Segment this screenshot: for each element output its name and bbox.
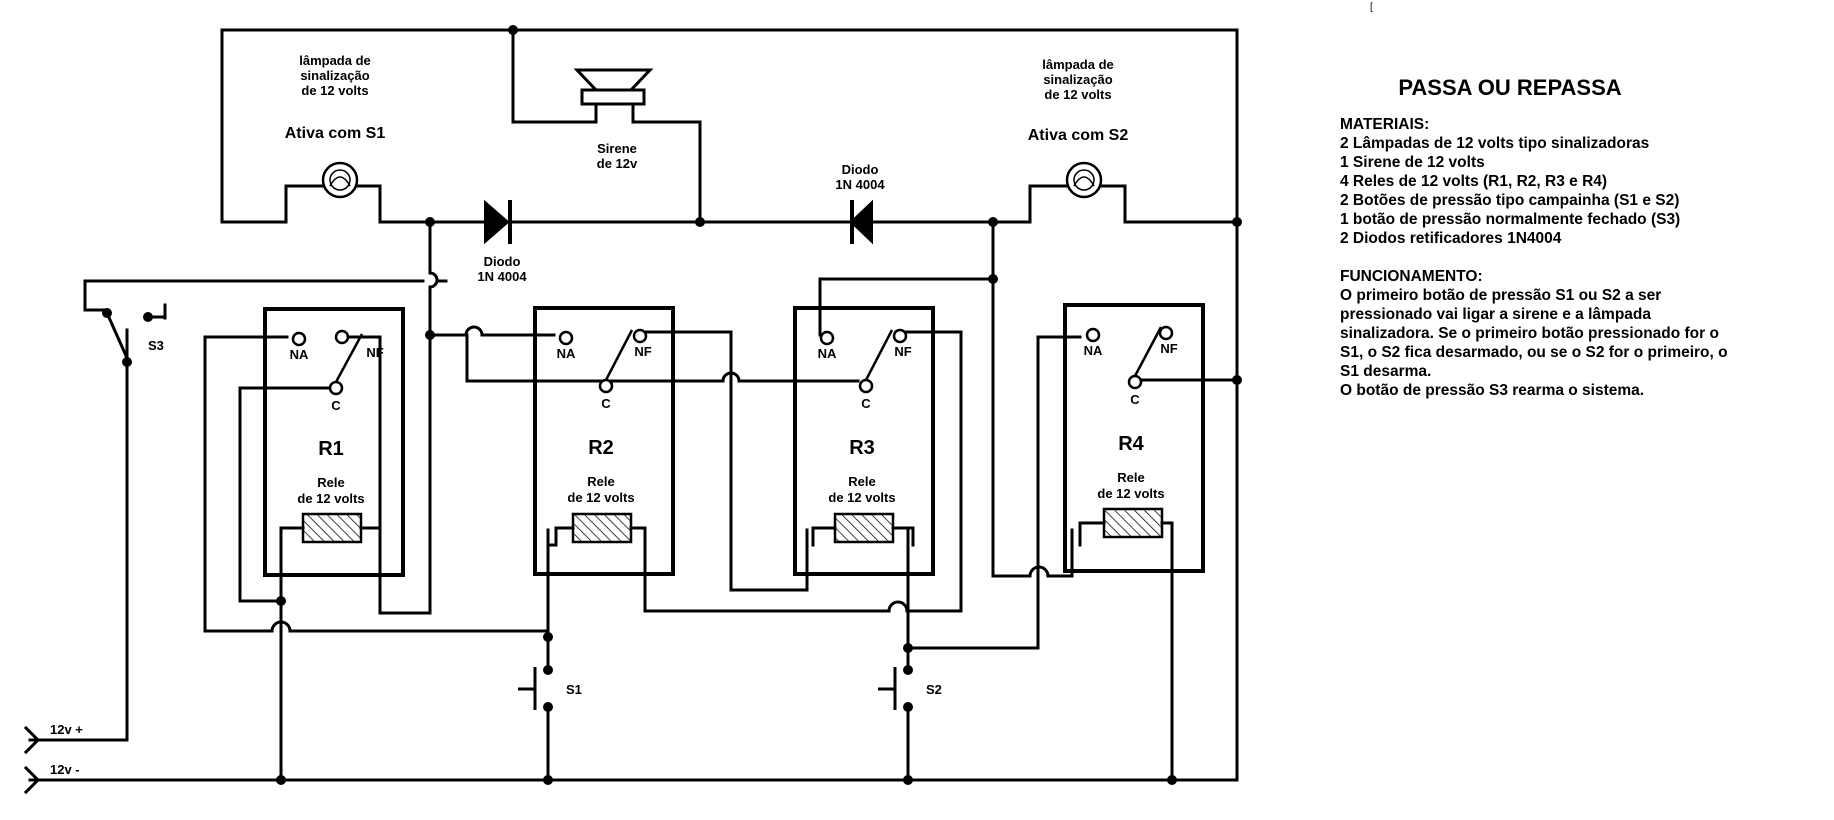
panel-title: PASSA OU REPASSA [1398,75,1622,100]
supply-positive-label: 12v + [50,722,83,737]
r4-c-label: C [1130,392,1140,407]
r3-na-label: NA [818,346,837,361]
r2-name: R2 [588,437,614,459]
s2-switch-symbol [878,665,913,712]
materials-item: 2 Lâmpadas de 12 volts tipo sinalizadora… [1340,135,1650,152]
diode-right-caption-2: 1N 4004 [835,177,885,192]
r2-nf-label: NF [634,344,651,359]
lamp-left-caption-3: de 12 volts [301,83,368,98]
materials-item: 1 botão de pressão normalmente fechado (… [1340,211,1681,228]
r1-c-label: C [331,398,341,413]
lamp-right-activation: Ativa com S2 [1028,127,1129,144]
relay-r4-labels: NA NF C R4 Rele de 12 volts [1084,341,1178,501]
r4-caption-2: de 12 volts [1097,486,1164,501]
top-wiring [220,28,1239,782]
r1-na-label: NA [290,347,309,362]
lamp-right-caption-3: de 12 volts [1044,87,1111,102]
r4-name: R4 [1118,433,1144,455]
siren-caption-2: de 12v [597,156,638,171]
s2-label: S2 [926,682,942,697]
operation-line: pressionado vai ligar a sirene e a lâmpa… [1340,306,1651,323]
r3-caption-1: Rele [848,474,875,489]
diode-left-caption-2: 1N 4004 [477,269,527,284]
operation-line: S1, o S2 fica desarmado, ou se o S2 for … [1340,344,1728,361]
materials-item: 2 Botões de pressão tipo campainha (S1 e… [1340,192,1680,209]
r2-caption-2: de 12 volts [567,490,634,505]
lamp-left-activation: Ativa com S1 [285,125,386,142]
supply-negative-label: 12v - [50,762,80,777]
corner-mark: [ [1370,2,1373,13]
diode-left-caption-1: Diodo [484,254,521,269]
supply-terminals [23,725,41,795]
relay-r3 [793,306,935,576]
r1-nf-label: NF [366,345,383,360]
r3-c-label: C [861,396,871,411]
materials-heading: MATERIAIS: [1340,116,1430,133]
description-panel: PASSA OU REPASSA MATERIAIS: 2 Lâmpadas d… [1340,75,1810,400]
lamp-right-symbol [1065,161,1103,199]
operation-line: S1 desarma. [1340,363,1432,380]
operation-line: O botão de pressão S3 rearma o sistema. [1340,382,1645,399]
materials-item: 1 Sirene de 12 volts [1340,154,1485,171]
operation-line: sinalizadora. Se o primeiro botão pressi… [1340,325,1719,342]
r1-caption-1: Rele [317,475,344,490]
siren-label: Sirene de 12v [597,141,638,171]
lamp-left-symbol [321,161,359,199]
siren-symbol [573,68,654,124]
lamp-left-caption-2: sinalização [300,68,369,83]
s1-label: S1 [566,682,582,697]
relay-r2-labels: NA NF C R2 Rele de 12 volts [557,344,652,505]
r2-c-label: C [601,396,611,411]
s1-switch-symbol [518,665,553,712]
r2-na-label: NA [557,346,576,361]
relay-r2 [533,306,675,576]
r1-caption-2: de 12 volts [297,491,364,506]
r3-caption-2: de 12 volts [828,490,895,505]
diode-left-label: Diodo 1N 4004 [477,254,527,284]
r4-na-label: NA [1084,343,1103,358]
r4-nf-label: NF [1160,341,1177,356]
materials-item: 2 Diodos retificadores 1N4004 [1340,230,1562,247]
relay-r3-labels: NA NF C R3 Rele de 12 volts [818,344,912,505]
r4-caption-1: Rele [1117,470,1144,485]
diode-right-label: Diodo 1N 4004 [835,162,885,192]
relay-r4 [1063,303,1205,573]
r2-caption-1: Rele [587,474,614,489]
r1-name: R1 [318,438,344,460]
operation-heading: FUNCIONAMENTO: [1340,268,1483,285]
lamp-left-caption-1: lâmpada de [299,53,371,68]
relay-r1-labels: NA NF C R1 Rele de 12 volts [290,345,384,506]
siren-caption-1: Sirene [597,141,637,156]
operation-line: O primeiro botão de pressão S1 ou S2 a s… [1340,287,1662,304]
diode-right-symbol [849,199,873,245]
lamp-left-label: lâmpada de sinalização de 12 volts Ativa… [285,53,386,142]
r3-nf-label: NF [894,344,911,359]
relay-wiring [28,220,1239,782]
r3-name: R3 [849,437,875,459]
diode-right-caption-1: Diodo [842,162,879,177]
lamp-right-label: lâmpada de sinalização de 12 volts Ativa… [1028,57,1129,144]
lamp-right-caption-1: lâmpada de [1042,57,1114,72]
s3-switch-symbol [102,308,167,367]
s3-label: S3 [148,338,164,353]
diode-left-symbol [484,199,512,245]
materials-item: 4 Reles de 12 volts (R1, R2, R3 e R4) [1340,173,1608,190]
lamp-right-caption-2: sinalização [1043,72,1112,87]
relay-r1 [263,307,405,577]
